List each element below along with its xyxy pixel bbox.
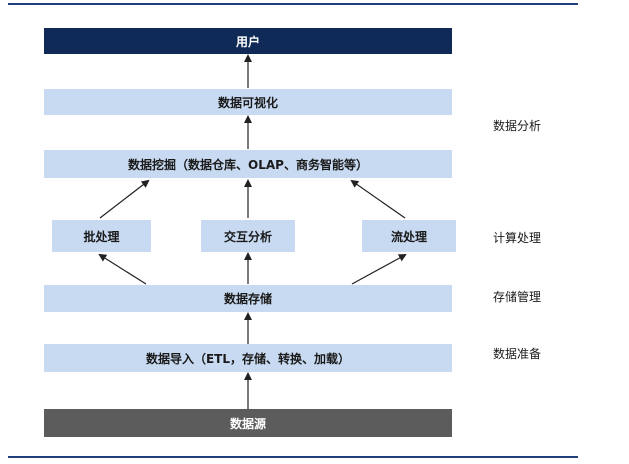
data-source-layer-label: 数据源 — [229, 416, 266, 431]
data-storage-layer: 数据存储 — [44, 285, 452, 312]
stage-label-compute: 计算处理 — [493, 231, 542, 245]
batch-processing-label: 批处理 — [83, 229, 120, 244]
data-mining-layer-label: 数据挖掘（数据仓库、OLAP、商务智能等） — [128, 157, 368, 172]
arrow-stream-to-mining — [350, 179, 406, 219]
interactive-analysis-box: 交互分析 — [201, 220, 295, 252]
user-layer-label: 用户 — [235, 34, 260, 49]
arrow-storage-to-batch — [98, 253, 147, 285]
visualization-layer-label: 数据可视化 — [217, 95, 278, 110]
data-import-layer-label: 数据导入（ETL，存储、转换、加载） — [145, 351, 351, 366]
data-import-layer: 数据导入（ETL，存储、转换、加载） — [44, 344, 452, 372]
stage-label-analysis: 数据分析 — [493, 119, 542, 133]
data-storage-layer-label: 数据存储 — [223, 292, 272, 306]
data-mining-layer: 数据挖掘（数据仓库、OLAP、商务智能等） — [44, 150, 452, 178]
stage-label-storage-management: 存储管理 — [493, 290, 542, 304]
data-source-layer: 数据源 — [44, 409, 452, 437]
stage-label-preparation: 数据准备 — [493, 347, 542, 361]
arrow-storage-to-stream — [351, 254, 407, 285]
arrow-batch-to-mining — [99, 179, 150, 219]
top-rule — [8, 3, 578, 5]
bottom-rule — [8, 456, 578, 458]
stream-processing-label: 流处理 — [390, 229, 427, 244]
stream-processing-box: 流处理 — [362, 220, 456, 252]
interactive-analysis-label: 交互分析 — [223, 229, 272, 244]
user-layer: 用户 — [44, 28, 452, 54]
batch-processing-box: 批处理 — [52, 220, 151, 252]
visualization-layer: 数据可视化 — [44, 89, 452, 115]
